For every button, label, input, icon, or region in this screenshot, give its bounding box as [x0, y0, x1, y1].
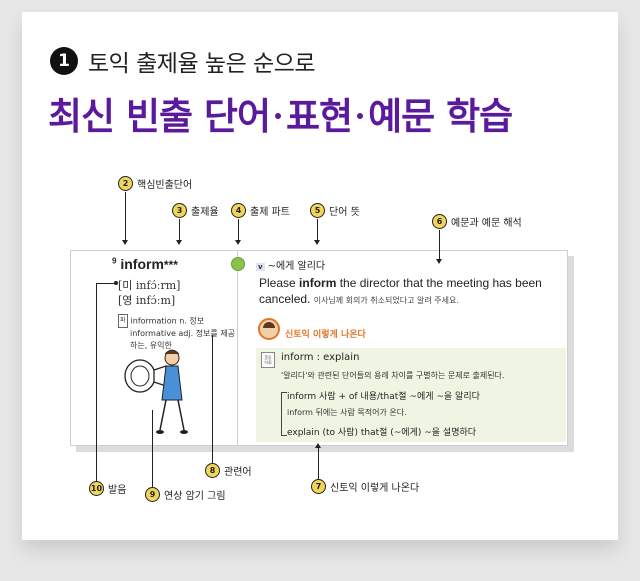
word-meaning: v~에게 알리다 — [256, 257, 325, 272]
callout-label: 출제율 — [191, 207, 219, 218]
arrow-icon — [235, 240, 241, 245]
arrow-icon — [314, 240, 320, 245]
related-word-2: informative adj. 정보를 제공하는, 유익한 — [130, 329, 236, 350]
example-sentence: Please inform the director that the meet… — [259, 275, 559, 309]
tip-box — [256, 348, 566, 442]
tip-title: 신토익 이렇게 나온다 — [285, 330, 366, 340]
example-ko: 이사님께 회의가 취소되었다고 알려 주세요. — [313, 296, 459, 305]
headline-part1: 최신 빈출 단어 — [48, 95, 271, 138]
pronunciation-uk: [영 infɔ́ːm] — [118, 294, 176, 307]
callout-label: 발음 — [108, 485, 127, 496]
leader-line — [318, 447, 319, 479]
callout-badge: 5 — [310, 203, 325, 218]
callout-badge: 8 — [205, 463, 220, 478]
callout-label: 관련어 — [224, 467, 252, 478]
callout-label: 신토익 이렇게 나온다 — [330, 483, 420, 494]
tip-description: '알리다'와 관련된 단어들의 용례 차이를 구별하는 문제로 출제된다. — [281, 371, 505, 380]
page-divider — [237, 250, 238, 446]
arrow-icon — [122, 240, 128, 245]
example-keyword: inform — [299, 276, 337, 290]
related-tag: 파 — [118, 314, 128, 328]
callout-badge: 10 — [89, 481, 104, 496]
separator-dot — [357, 112, 364, 119]
callout-7: 7 신토익 이렇게 나온다 — [311, 479, 419, 494]
tip-usage-2: explain (to 사람) that절 (~에게) ~을 설명하다 — [287, 428, 477, 438]
callout-badge: 6 — [432, 214, 447, 229]
callout-label: 연상 암기 그림 — [164, 491, 226, 502]
step-heading: 1 토익 출제율 높은 순으로 — [50, 44, 316, 78]
example-en: Please inform the director that the meet… — [259, 276, 542, 306]
callout-label: 단어 뜻 — [329, 207, 360, 218]
arrow-icon — [315, 443, 321, 448]
headword-text: inform — [120, 256, 164, 272]
callout-5: 5 단어 뜻 — [310, 203, 360, 218]
callout-badge: 4 — [231, 203, 246, 218]
callout-4: 4 출제 파트 — [231, 203, 290, 218]
leader-line — [96, 283, 116, 284]
confusing-words-tag: 혼동 어휘 — [261, 352, 275, 368]
leader-dot — [114, 281, 118, 285]
leader-line — [125, 192, 126, 240]
tip-usage-note: inform 뒤에는 사람 목적어가 온다. — [287, 408, 407, 417]
leader-line — [152, 410, 153, 487]
bracket-line — [281, 392, 287, 436]
callout-badge: 2 — [118, 176, 133, 191]
part-of-speech-tag: v — [256, 263, 265, 271]
separator-dot — [275, 112, 282, 119]
leader-line — [179, 219, 180, 240]
callout-label: 핵심빈출단어 — [137, 180, 193, 191]
callout-2: 2 핵심빈출단어 — [118, 176, 192, 191]
part-indicator-dot — [231, 257, 245, 271]
meaning-text: ~에게 알리다 — [267, 261, 326, 272]
headline: 최신 빈출 단어 표현 예문 학습 — [48, 86, 513, 140]
tip-usage-1: inform 사람 + of 내용/that절 ~에게 ~을 알리다 — [287, 392, 480, 402]
callout-badge: 3 — [172, 203, 187, 218]
callout-10: 10 발음 — [89, 481, 126, 496]
step-label: 토익 출제율 높은 순으로 — [88, 51, 316, 77]
headline-part2: 표현 — [286, 95, 353, 138]
callout-9: 9 연상 암기 그림 — [145, 487, 226, 502]
headline-part3: 예문 학습 — [368, 95, 513, 138]
pronunciation-us: [미 infɔ́ːrm] — [118, 279, 181, 292]
callout-label: 출제 파트 — [250, 207, 290, 218]
character-icon — [258, 318, 280, 340]
tip-headline: inform : explain — [281, 352, 360, 363]
leader-line — [439, 230, 440, 260]
headword: 9 inform*** — [112, 256, 178, 272]
callout-label: 예문과 예문 해석 — [451, 218, 522, 229]
leader-line — [96, 283, 97, 481]
leader-line — [317, 219, 318, 240]
callout-3: 3 출제율 — [172, 203, 219, 218]
callout-6: 6 예문과 예문 해석 — [432, 214, 522, 229]
callout-8: 8 관련어 — [205, 463, 252, 478]
leader-line — [238, 219, 239, 240]
frequency-stars: *** — [163, 258, 178, 272]
arrow-icon — [436, 259, 442, 264]
mnemonic-illustration — [124, 349, 188, 434]
callout-badge: 7 — [311, 479, 326, 494]
step-number-badge: 1 — [50, 47, 78, 75]
related-word-1: information n. 정보 — [130, 316, 205, 326]
headword-number: 9 — [112, 256, 117, 266]
arrow-icon — [176, 240, 182, 245]
leader-line — [212, 335, 213, 463]
callout-badge: 9 — [145, 487, 160, 502]
